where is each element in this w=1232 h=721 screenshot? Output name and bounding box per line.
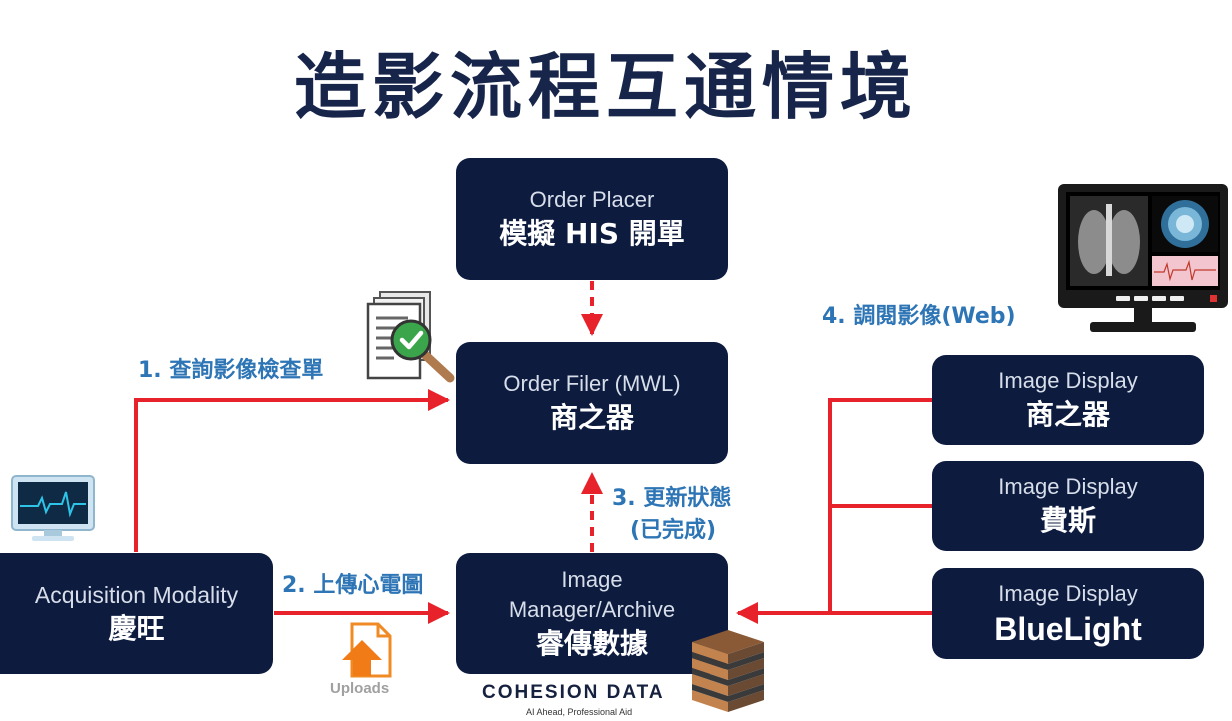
image-manager-role-line1: Image	[561, 566, 623, 592]
step-4-label: 4. 調閱影像(Web)	[822, 304, 1016, 329]
image-display-3-role: Image Display	[998, 580, 1138, 606]
image-display-1-role: Image Display	[998, 368, 1138, 393]
modality-role: Acquisition Modality	[34, 581, 239, 608]
server-stack-icon	[692, 630, 764, 712]
image-manager-role-line2: Manager/Archive	[508, 596, 676, 622]
image-manager-vendor: 睿傳數據	[535, 626, 648, 660]
ecg-monitor-icon	[11, 475, 95, 541]
brand-logo: COHESION DATA	[482, 682, 665, 703]
image-display-2-role: Image Display	[998, 474, 1138, 499]
medical-monitor-icon	[1058, 184, 1228, 332]
step-2-label: 2. 上傳心電圖	[282, 573, 424, 598]
order-filer-role: Order Filer (MWL)	[503, 371, 681, 396]
image-manager-box: Image Manager/Archive 睿傳數據	[456, 553, 728, 674]
image-display-box-3: Image Display BlueLight	[932, 568, 1204, 659]
brand-tagline: AI Ahead, Professional Aid	[526, 707, 633, 717]
order-filer-vendor: 商之器	[549, 401, 634, 434]
acquisition-modality-box: Acquisition Modality 慶旺	[0, 553, 273, 674]
image-display-2-vendor: 費斯	[1039, 504, 1096, 537]
image-display-box-1: Image Display 商之器	[932, 355, 1204, 445]
order-placer-vendor: 模擬 HIS 開單	[499, 217, 685, 250]
document-search-icon	[366, 291, 455, 383]
order-filer-box: Order Filer (MWL) 商之器	[456, 342, 728, 464]
order-placer-role: Order Placer	[529, 187, 655, 212]
page-title: 造影流程互通情境	[293, 45, 918, 129]
step-3-label-line1: 3. 更新狀態	[612, 486, 732, 511]
image-display-3-vendor: BlueLight	[994, 610, 1142, 647]
upload-file-icon	[342, 622, 392, 678]
image-display-1-vendor: 商之器	[1025, 398, 1110, 431]
modality-vendor: 慶旺	[108, 611, 165, 645]
image-display-box-2: Image Display 費斯	[932, 461, 1204, 551]
step-1-label: 1. 查詢影像檢查單	[138, 358, 324, 383]
arrow-modality-to-filer	[134, 389, 450, 552]
uploads-label: Uploads	[330, 680, 390, 697]
step-3-label-line2: (已完成)	[630, 518, 717, 543]
order-placer-box: Order Placer 模擬 HIS 開單	[456, 158, 728, 280]
